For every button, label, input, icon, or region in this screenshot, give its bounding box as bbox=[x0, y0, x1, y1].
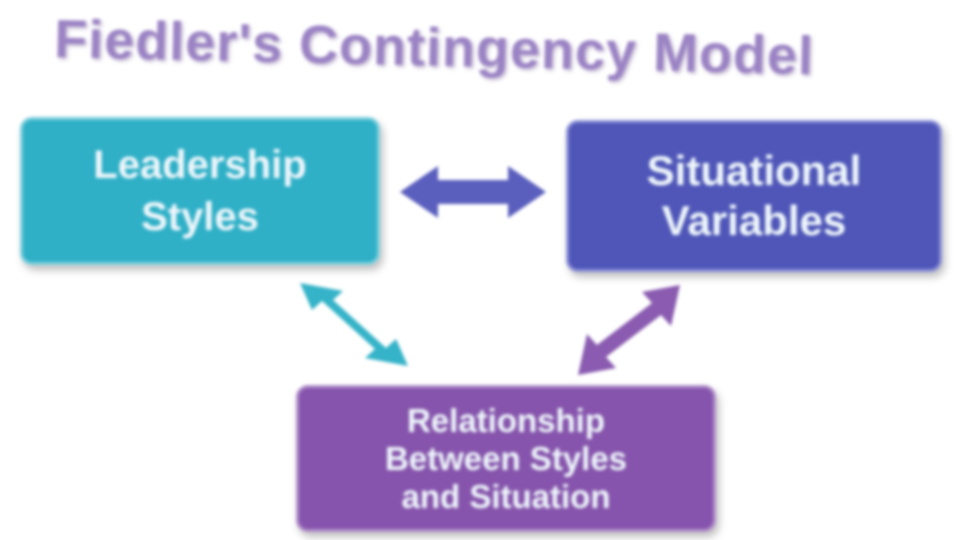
situational-line-2: Variables bbox=[661, 197, 847, 244]
relationship-line-1: Relationship bbox=[406, 401, 605, 439]
situational-variables-box: Situational Variables bbox=[566, 120, 942, 272]
double-arrow-situational-relationship bbox=[578, 285, 680, 375]
leadership-line-2: Styles bbox=[141, 195, 259, 239]
situational-line-1: Situational bbox=[646, 147, 862, 194]
double-arrow-leadership-situational bbox=[400, 166, 546, 218]
relationship-line-3: and Situation bbox=[401, 477, 611, 515]
double-arrow-leadership-relationship bbox=[300, 283, 408, 366]
relationship-box: Relationship Between Styles and Situatio… bbox=[296, 385, 716, 532]
relationship-line-2: Between Styles bbox=[384, 439, 628, 477]
leadership-styles-box: Leadership Styles bbox=[20, 117, 380, 265]
leadership-line-1: Leadership bbox=[93, 143, 307, 187]
